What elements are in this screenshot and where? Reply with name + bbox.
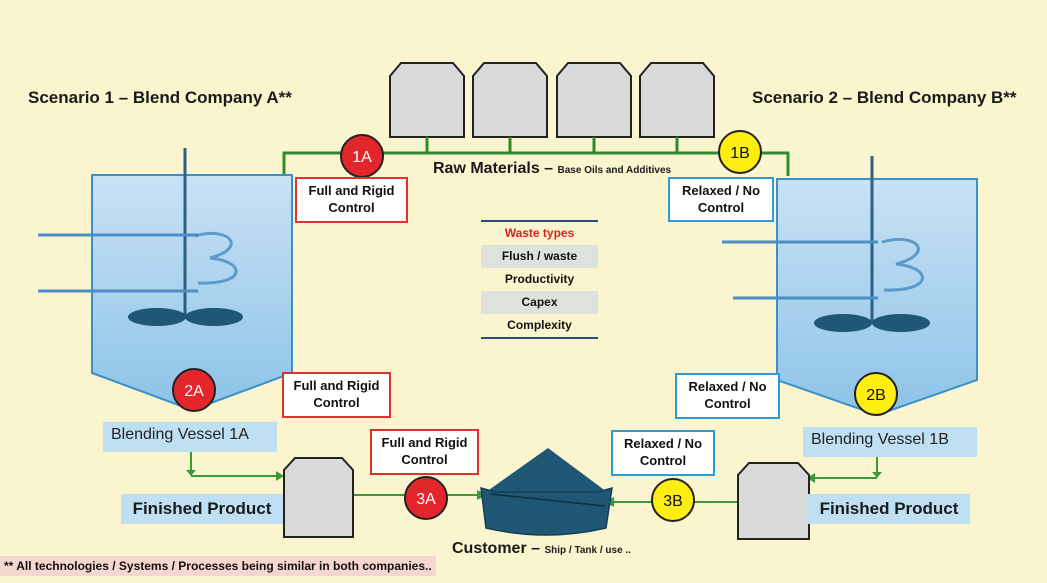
waste-types-header: Waste types	[504, 226, 575, 240]
waste-type-item: Productivity	[504, 272, 575, 286]
raw-material-pipe	[282, 137, 790, 176]
control-box-3b: Relaxed / No Control	[611, 430, 715, 476]
control-box-line: Control	[639, 453, 687, 468]
control-box-line: Relaxed / No	[623, 436, 703, 451]
control-box-line: Full and Rigid	[308, 183, 395, 198]
waste-type-item: Complexity	[507, 318, 572, 332]
customer-ship	[480, 448, 613, 536]
finished-product-label-b: Finished Product	[808, 494, 970, 524]
customer-label: Customer – Ship / Tank / use ..	[452, 540, 631, 558]
control-box-line: Control	[313, 395, 360, 410]
finished-product-tank-a	[283, 457, 354, 538]
svg-text:1B: 1B	[730, 145, 750, 162]
arrow-head	[186, 470, 196, 476]
scenario-2-title: Scenario 2 – Blend Company B**	[752, 88, 1017, 107]
control-box-3a: Full and Rigid Control	[370, 429, 479, 475]
raw-material-tank	[389, 62, 465, 138]
raw-materials-label: Raw Materials – Base Oils and Additives	[433, 160, 671, 178]
marker-2a: 2A	[172, 368, 216, 412]
raw-material-tank	[556, 62, 632, 138]
customer-subtitle: Ship / Tank / use ..	[544, 545, 631, 556]
customer-title: Customer –	[452, 540, 541, 557]
control-box-2a: Full and Rigid Control	[282, 372, 391, 418]
control-box-line: Control	[401, 452, 448, 467]
raw-materials-title: Raw Materials –	[433, 160, 554, 177]
svg-text:2B: 2B	[866, 387, 886, 404]
control-box-1b: Relaxed / No Control	[668, 177, 774, 222]
control-box-1a: Full and Rigid Control	[295, 177, 408, 223]
waste-type-item: Flush / waste	[481, 245, 598, 268]
marker-3b: 3B	[651, 478, 695, 522]
control-box-line: Full and Rigid	[381, 435, 468, 450]
arrow-head	[276, 471, 284, 481]
arrow-head	[807, 473, 815, 483]
svg-text:3B: 3B	[663, 493, 683, 510]
footnote: ** All technologies / Systems / Processe…	[0, 556, 436, 576]
raw-material-tank	[639, 62, 715, 138]
divider	[481, 337, 598, 339]
waste-types-panel: Waste types Flush / waste Productivity C…	[481, 220, 598, 339]
control-box-line: Control	[328, 200, 375, 215]
marker-2b: 2B	[854, 372, 898, 416]
arrow-head	[872, 472, 882, 478]
blending-vessel-a	[38, 148, 293, 412]
svg-text:2A: 2A	[184, 383, 204, 400]
blending-vessel-b	[722, 156, 978, 417]
control-box-line: Full and Rigid	[293, 378, 380, 393]
control-box-line: Control	[697, 200, 745, 215]
scenario-1-title: Scenario 1 – Blend Company A**	[28, 88, 292, 107]
marker-1b: 1B	[718, 130, 762, 174]
waste-type-item: Capex	[481, 291, 598, 314]
finished-product-tank-b	[737, 462, 810, 540]
svg-text:3A: 3A	[416, 491, 436, 508]
control-box-2b: Relaxed / No Control	[675, 373, 780, 419]
control-box-line: Control	[704, 396, 751, 411]
marker-3a: 3A	[404, 476, 448, 520]
vessel-label-a: Blending Vessel 1A	[103, 422, 277, 452]
control-box-line: Relaxed / No	[681, 183, 761, 198]
raw-material-tanks	[389, 62, 715, 138]
vessel-label-b: Blending Vessel 1B	[803, 427, 977, 457]
svg-text:1A: 1A	[352, 149, 372, 166]
control-box-line: Relaxed / No	[688, 379, 767, 394]
marker-1a: 1A	[340, 134, 384, 178]
finished-product-label-a: Finished Product	[121, 494, 283, 524]
divider	[481, 220, 598, 222]
raw-material-tank	[472, 62, 548, 138]
raw-materials-subtitle: Base Oils and Additives	[557, 165, 672, 176]
